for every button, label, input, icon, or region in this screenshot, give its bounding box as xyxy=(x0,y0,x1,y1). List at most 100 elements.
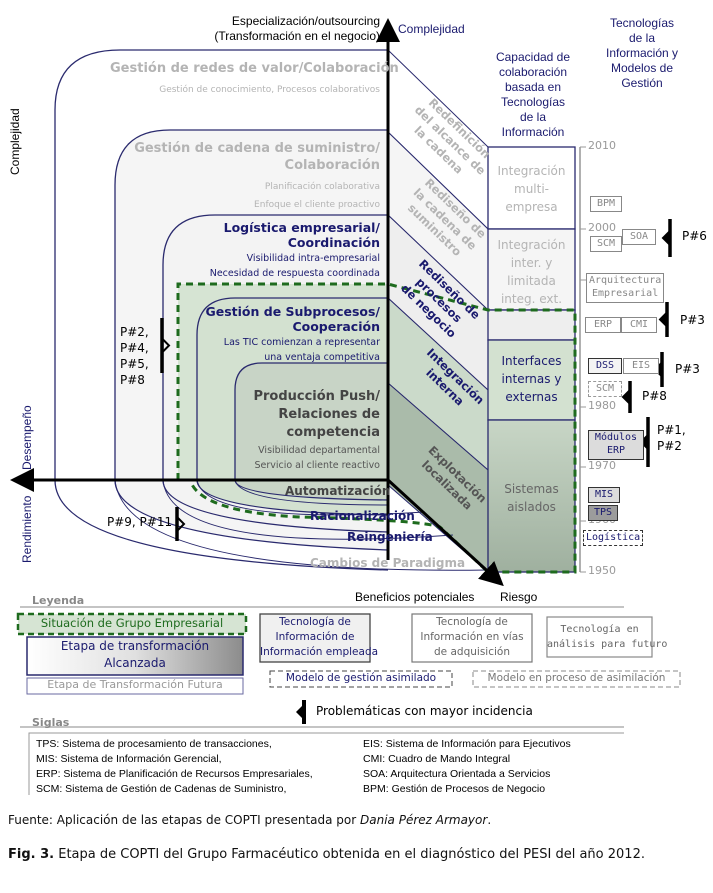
legend-tech-acquisition-line: Información en vías xyxy=(420,631,524,643)
legend-problems: Problemáticas con mayor incidencia xyxy=(316,704,533,719)
tech-mis: MIS xyxy=(588,487,620,503)
timeline-year-1980: 1980 xyxy=(588,399,616,413)
stage-title-2-line: Logística empresarial/ xyxy=(223,220,380,235)
legend-tech-future-line: Tecnología en xyxy=(560,624,639,635)
legend-stage-reached-swatch xyxy=(26,636,244,676)
problem-marker-arrow xyxy=(621,388,630,406)
legend-stage-reached-line: Alcanzada xyxy=(104,656,166,670)
tech-logstica: Logística xyxy=(583,530,644,546)
figure-label: Fig. 3. xyxy=(8,847,55,862)
capacity-level-0-line: multi- xyxy=(514,182,549,196)
timeline-year-1980-line: 1980 xyxy=(588,399,616,412)
vertical-axis-label-line: Especialización/outsourcing xyxy=(231,14,380,28)
stage-subtitle-0: Gestión de conocimiento, Procesos colabo… xyxy=(110,81,380,99)
problem-marker-label-4: P#1, P#2 xyxy=(657,422,686,454)
legend-model-in-process: Modelo en proceso de asimilación xyxy=(473,672,680,685)
legend-group-situation-line: Situación de Grupo Empresarial xyxy=(40,616,224,630)
legend-tech-acquisition-line: de adquisición xyxy=(434,646,510,658)
arc-label-2-line: Reingeniería xyxy=(347,530,433,544)
arc-label-2: Reingeniería xyxy=(347,530,433,545)
technologies-header-line: Modelos de xyxy=(610,61,674,75)
capacity-header-line: Tecnologías xyxy=(500,95,566,109)
stage-title-4-line: Relaciones de xyxy=(278,407,380,422)
tech-label: SCM xyxy=(596,238,616,249)
problem-marker-label-1: P#3 xyxy=(680,312,705,328)
problem-marker-label-2-line: P#3 xyxy=(675,362,700,376)
stage-subtitle-4-line: Servicio al cliente reactivo xyxy=(254,460,380,471)
acronyms-frame xyxy=(28,732,624,795)
problem-marker-arrow xyxy=(639,433,648,451)
stage-subtitle-3-line: Las TIC comienzan a representar xyxy=(223,337,380,348)
capacity-level-3: Sistemas aislados xyxy=(488,480,575,516)
arc-rationalization xyxy=(196,479,426,516)
acronyms-title: Siglas xyxy=(32,716,69,730)
side-complexity-label-line: Complejidad xyxy=(8,108,22,175)
tech-erp: ERP xyxy=(585,317,621,333)
problem-marker-label-3-line: P#8 xyxy=(642,389,667,403)
arc-label-3-line: Cambios de Paradigma xyxy=(310,556,466,570)
vertical-axis-label: Especialización/outsourcing(Transformaci… xyxy=(180,14,380,44)
legend-tech-employed-swatch xyxy=(259,613,371,663)
tech-label: SOA xyxy=(629,231,649,242)
tech-label: CMI xyxy=(629,319,649,330)
tech-label: DSS xyxy=(595,360,615,371)
tech-label: SCM xyxy=(595,383,615,394)
tech-label: ERP xyxy=(593,319,613,330)
tech-eis: EIS xyxy=(623,358,659,374)
technologies-header-line: de la xyxy=(628,31,656,45)
tech-label: Logística xyxy=(586,532,641,543)
problem-marker-label-2: P#3 xyxy=(675,361,700,377)
arc-label-0-line: Automatización xyxy=(285,484,391,498)
source-author: Dania Pérez Armayor xyxy=(360,813,488,827)
problem-marker-label-4-line: P#2 xyxy=(657,439,682,453)
stage-title-4-line: competencia xyxy=(286,425,380,440)
stage-title-2-line: Coordinación xyxy=(287,235,380,250)
capacity-level-2-line: externas xyxy=(505,390,558,404)
stage-subtitle-2-line: Necesidad de respuesta coordinada xyxy=(209,268,380,279)
problem-marker-label-4-line: P#1, xyxy=(657,423,686,437)
stage-subtitle-2-line: Visibilidad intra-empresarial xyxy=(246,253,380,264)
capacity-blank xyxy=(487,309,576,341)
legend-model-assimilated: Modelo de gestión asimilado xyxy=(270,672,452,685)
risk-label-line: Riesgo xyxy=(500,590,538,604)
capacity-level-3-line: aislados xyxy=(507,500,556,514)
legend-group-situation: Situación de Grupo Empresarial xyxy=(18,616,246,630)
legend-tech-acquisition-swatch xyxy=(411,613,533,663)
tech-label: TPS xyxy=(593,507,613,518)
tech-label: BPM xyxy=(596,198,616,209)
arc-label-3: Cambios de Paradigma xyxy=(310,556,465,571)
capacity-level-3-line: Sistemas xyxy=(504,482,559,496)
tech-bpm: BPM xyxy=(590,196,622,212)
stage-title-0-line: Gestión de redes de valor/Colaboración xyxy=(110,61,399,76)
legend-stage-future-swatch xyxy=(26,677,244,695)
acronyms-right: EIS: Sistema de Información para Ejecuti… xyxy=(363,737,571,797)
figure-caption: Fig. 3. Etapa de COPTI del Grupo Farmacé… xyxy=(8,847,645,862)
acronyms-left: TPS: Sistema de procesamiento de transac… xyxy=(36,737,313,797)
problem-marker-label-5-line: P#4, xyxy=(120,341,149,355)
problem-marker-arrow xyxy=(658,311,667,328)
legend-model-assimilated-line: Modelo de gestión asimilado xyxy=(285,672,437,684)
performance-label-line: Desempeño xyxy=(20,405,34,470)
risk-label: Riesgo xyxy=(500,590,537,605)
acronyms-right-line: EIS: Sistema de Información para Ejecuti… xyxy=(363,738,571,750)
legend-model-in-process-line: Modelo en proceso de asimilación xyxy=(487,672,666,684)
timeline-year-2000-line: 2000 xyxy=(588,221,616,234)
acronyms-right-line: CMI: Cuadro de Mando Integral xyxy=(363,753,511,765)
benefits-label: Beneficios potenciales xyxy=(355,590,474,605)
copti-diagram xyxy=(10,18,681,795)
tech-label: Arquitectura xyxy=(589,275,662,286)
stage-title-1: Gestión de cadena de suministro/Colabora… xyxy=(120,140,380,174)
capacity-level-0-line: empresa xyxy=(505,200,558,214)
diagonal-axis-top-label-line: Complejidad xyxy=(398,22,465,36)
